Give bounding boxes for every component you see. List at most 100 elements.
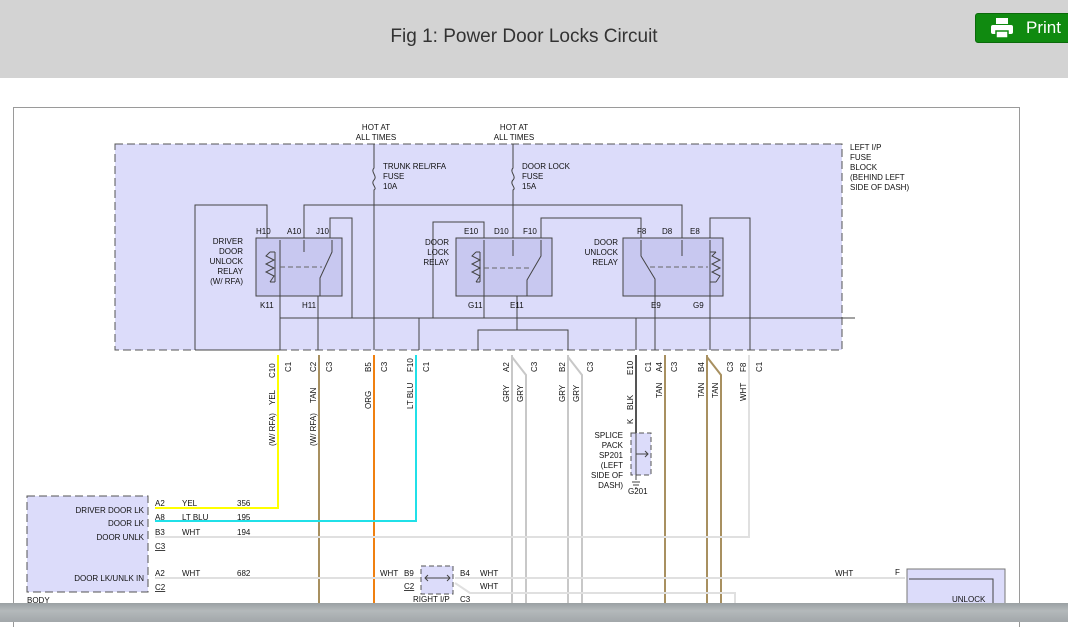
pin-label: C10 <box>268 363 277 378</box>
pin-label: F10 <box>406 358 415 372</box>
module-pin-name: DOOR LK <box>108 519 145 528</box>
splice-label: DASH) <box>598 481 623 490</box>
pin-label: E10 <box>626 360 635 375</box>
fuse-block-internal-wiring <box>194 204 855 351</box>
relay-label: DOOR <box>425 238 449 247</box>
wire-gry <box>567 355 583 603</box>
relay-label: RELAY <box>423 258 449 267</box>
wire-tag: K <box>626 418 635 424</box>
fuse-label: 15A <box>522 182 537 191</box>
splice-label: SP201 <box>599 451 624 460</box>
splice-label: SIDE OF <box>591 471 623 480</box>
relay-label: UNLOCK <box>210 257 244 266</box>
unlock-component: WHT F UNLOCK <box>835 568 1006 610</box>
wire-color-label: YEL <box>268 389 277 405</box>
wire-color-label: LT BLU <box>406 382 415 409</box>
conn-label: C3 <box>325 361 334 372</box>
splice-label: PACK <box>602 441 624 450</box>
conn-label: C1 <box>644 361 653 372</box>
relay-label: DOOR <box>594 238 618 247</box>
pin-label: F8 <box>637 227 647 236</box>
pin-label: E11 <box>510 301 524 310</box>
output-connector-labels: C10 C1 YEL (W/ RFA) C2 C3 TAN (W/ RFA) B… <box>268 358 764 446</box>
fuse-label: 10A <box>383 182 398 191</box>
splice-label: SPLICE <box>595 431 623 440</box>
pin-label: F10 <box>523 227 537 236</box>
relay-switch-icon <box>640 240 683 296</box>
conn-label: C3 <box>670 361 679 372</box>
fuse-block-label-line: SIDE OF DASH) <box>850 183 909 192</box>
conn-label: C3 <box>586 361 595 372</box>
bottom-scroll-shadow <box>0 603 1068 622</box>
pin-label: E10 <box>464 227 479 236</box>
conn-label: C3 <box>530 361 539 372</box>
relay-switch-icon <box>279 240 333 296</box>
right-ip-connector: WHT B9 C2 B4 WHT WHT RIGHT I/P C3 <box>380 565 498 604</box>
print-button[interactable]: Print <box>975 13 1068 43</box>
pin-label: D10 <box>494 227 509 236</box>
wire-note: (W/ RFA) <box>309 413 318 446</box>
relay-label: LOCK <box>427 248 449 257</box>
wire-color-label: TAN <box>655 382 664 398</box>
circuit-number: 356 <box>237 499 251 508</box>
wire-wht <box>454 582 736 603</box>
conn-label: C2 <box>404 582 415 591</box>
wire-color-label: GRY <box>516 384 525 402</box>
wire-note: (W/ RFA) <box>268 413 277 446</box>
pin-label: C2 <box>309 361 318 372</box>
ground-icon <box>632 481 640 489</box>
conn-label: C1 <box>755 361 764 372</box>
relay-coil-icon <box>264 251 276 283</box>
relay-coil-icon <box>709 240 722 296</box>
fuse-label: FUSE <box>383 172 404 181</box>
wire-tan <box>706 355 722 603</box>
wire-color-label: TAN <box>697 382 706 398</box>
pin-label: J10 <box>316 227 329 236</box>
fuse-block-label-line: FUSE <box>850 153 871 162</box>
wire-lt-blu <box>155 355 417 522</box>
fuse-icon <box>511 144 515 205</box>
wire-color-label: WHT <box>739 383 748 401</box>
conn-label: C3 <box>460 595 471 604</box>
fuse-block-label-line: BLOCK <box>850 163 878 172</box>
pin-label: A2 <box>155 569 165 578</box>
relay-door-unlock: DOOR UNLOCK RELAY F8 D8 E8 E9 G9 <box>585 227 724 310</box>
pin-label: B3 <box>155 528 165 537</box>
pin-label: F8 <box>739 362 748 372</box>
print-label: Print <box>1026 18 1061 37</box>
pin-label: A2 <box>155 499 165 508</box>
module-pin-name: DOOR LK/UNLK IN <box>74 574 144 583</box>
pin-label: G11 <box>468 301 483 310</box>
wire-color-label: BLK <box>626 394 635 410</box>
wire-color-label: GRY <box>558 384 567 402</box>
conn-label: C2 <box>155 583 166 592</box>
conn-label: C1 <box>284 361 293 372</box>
pin-label: B4 <box>460 569 470 578</box>
pin-label: B9 <box>404 569 414 578</box>
wire-color-label: WHT <box>380 569 398 578</box>
fuse-block-label-line: LEFT I/P <box>850 143 881 152</box>
pin-label: B5 <box>364 362 373 372</box>
wire-color-label: WHT <box>480 569 498 578</box>
wire-wht <box>155 355 750 538</box>
hot-label: HOT AT <box>362 123 390 132</box>
pin-label: H11 <box>302 301 317 310</box>
pin-label: B2 <box>558 362 567 372</box>
wire-color-label: WHT <box>182 528 200 537</box>
hot-label: HOT AT <box>500 123 528 132</box>
hot-label: ALL TIMES <box>356 133 396 142</box>
module-pin-name: DRIVER DOOR LK <box>76 506 145 515</box>
wire-color-label: TAN <box>309 387 318 403</box>
circuit-number: 195 <box>237 513 251 522</box>
pin-label: E9 <box>651 301 661 310</box>
wire-color-label: WHT <box>835 569 853 578</box>
wire-color-label: LT BLU <box>182 513 209 522</box>
power-feed-2: HOT AT ALL TIMES DOOR LOCK FUSE 15A <box>494 123 571 205</box>
splice-pack: SPLICE PACK SP201 (LEFT SIDE OF DASH) G2… <box>591 431 652 496</box>
module-label: BODY <box>27 596 50 605</box>
relay-label: UNLOCK <box>585 248 619 257</box>
wire-color-label: TAN <box>711 382 720 398</box>
relay-door-lock: DOOR LOCK RELAY E10 D10 F10 G11 E11 <box>423 227 553 310</box>
wire-yel <box>155 355 279 509</box>
